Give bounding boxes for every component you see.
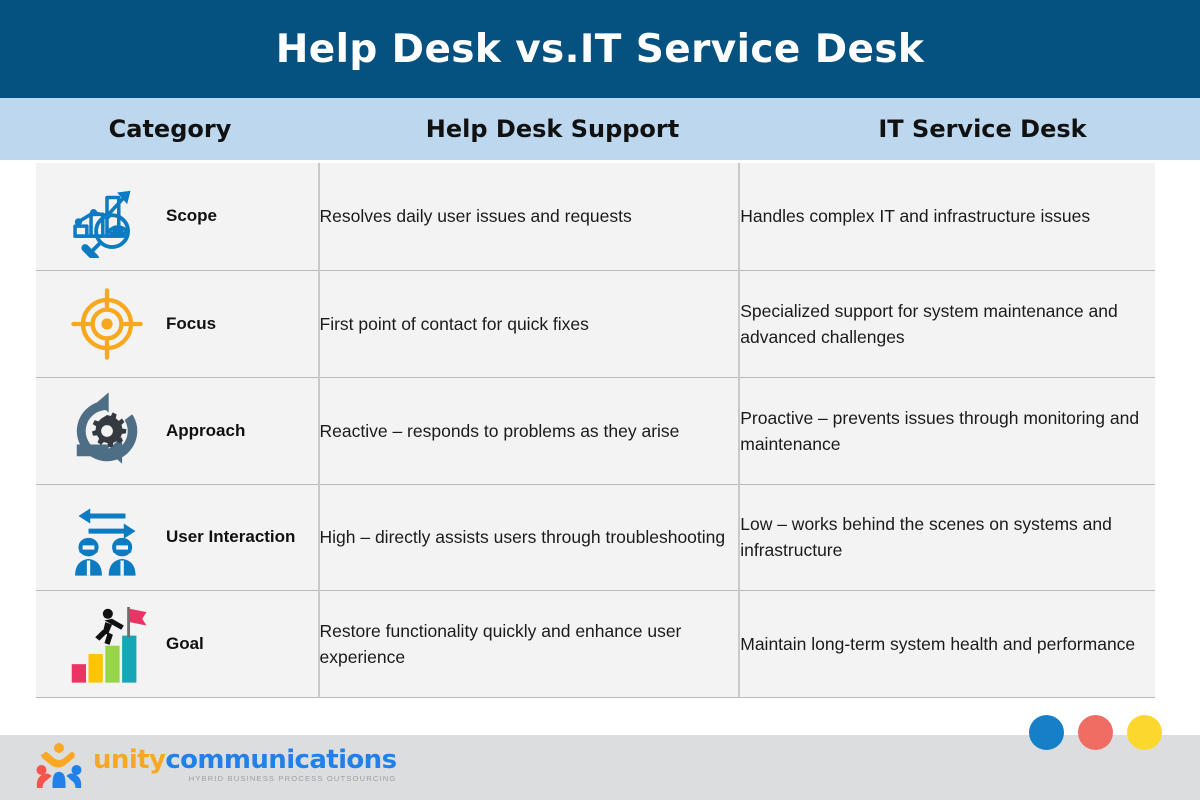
it-service-desk-cell: Low – works behind the scenes on systems… <box>739 484 1155 591</box>
category-label: Approach <box>166 420 246 440</box>
it-service-desk-cell: Specialized support for system maintenan… <box>739 270 1155 378</box>
dot-yellow <box>1127 715 1162 750</box>
logo-word-unity: unity <box>93 745 166 775</box>
comparison-table: Scope Resolves daily user issues and req… <box>36 163 1155 698</box>
brand-logo: unitycommunications HYBRID BUSINESS PROC… <box>34 742 397 788</box>
it-service-desk-cell: Proactive – prevents issues through moni… <box>739 377 1155 485</box>
column-header-it-service-desk: IT Service Desk <box>878 115 1087 143</box>
help-desk-text: High – directly assists users through tr… <box>319 527 726 547</box>
help-desk-text: First point of contact for quick fixes <box>319 313 589 334</box>
category-cell: Focus <box>36 270 320 378</box>
table-row: Approach Reactive – responds to problems… <box>36 377 1155 485</box>
column-header-band: Category Help Desk Support IT Service De… <box>0 98 1200 160</box>
table-row: User Interaction High – directly assists… <box>36 484 1155 591</box>
help-desk-cell: Resolves daily user issues and requests <box>318 163 741 271</box>
table-row: Focus First point of contact for quick f… <box>36 270 1155 378</box>
help-desk-text: Resolves daily user issues and requests <box>319 206 632 227</box>
help-desk-cell: Restore functionality quickly and enhanc… <box>318 590 741 698</box>
category-cell: User Interaction <box>36 484 320 591</box>
help-desk-cell: First point of contact for quick fixes <box>318 270 741 378</box>
chart-magnifier-icon <box>64 173 150 259</box>
category-label: Scope <box>166 206 218 226</box>
footer-band <box>0 735 1200 800</box>
help-desk-cell: Reactive – responds to problems as they … <box>318 377 741 485</box>
logo-word-communications: communications <box>165 745 397 775</box>
it-service-desk-text: Specialized support for system maintenan… <box>740 300 1118 347</box>
column-header-category: Category <box>108 115 232 143</box>
crosshair-target-icon <box>64 281 150 367</box>
category-cell: Scope <box>36 163 320 271</box>
dot-coral <box>1078 715 1113 750</box>
help-desk-text: Restore functionality quickly and enhanc… <box>319 620 682 667</box>
category-label: Goal <box>166 633 204 653</box>
gear-cycle-icon <box>64 388 150 474</box>
decorative-dots <box>1029 715 1162 750</box>
title-banner: Help Desk vs.IT Service Desk <box>0 0 1200 98</box>
goal-bars-flag-icon <box>64 601 150 687</box>
it-service-desk-text: Low – works behind the scenes on systems… <box>740 514 1112 560</box>
it-service-desk-text: Proactive – prevents issues through moni… <box>740 407 1140 454</box>
it-service-desk-text: Maintain long-term system health and per… <box>740 633 1136 654</box>
logo-tagline: HYBRID BUSINESS PROCESS OUTSOURCING <box>188 774 397 783</box>
it-service-desk-cell: Maintain long-term system health and per… <box>739 590 1155 698</box>
table-row: Goal Restore functionality quickly and e… <box>36 590 1155 698</box>
category-label: Focus <box>166 313 217 333</box>
two-people-exchange-icon <box>64 494 150 580</box>
page-title: Help Desk vs.IT Service Desk <box>275 26 925 72</box>
category-cell: Goal <box>36 590 320 698</box>
it-service-desk-cell: Handles complex IT and infrastructure is… <box>739 163 1155 271</box>
table-row: Scope Resolves daily user issues and req… <box>36 163 1155 271</box>
help-desk-cell: High – directly assists users through tr… <box>318 484 741 591</box>
column-header-help-desk-support: Help Desk Support <box>425 115 680 143</box>
it-service-desk-text: Handles complex IT and infrastructure is… <box>740 206 1091 227</box>
dot-blue <box>1029 715 1064 750</box>
help-desk-text: Reactive – responds to problems as they … <box>319 420 680 441</box>
category-label: User Interaction <box>166 527 296 546</box>
category-cell: Approach <box>36 377 320 485</box>
unity-people-logo-icon <box>34 742 84 788</box>
